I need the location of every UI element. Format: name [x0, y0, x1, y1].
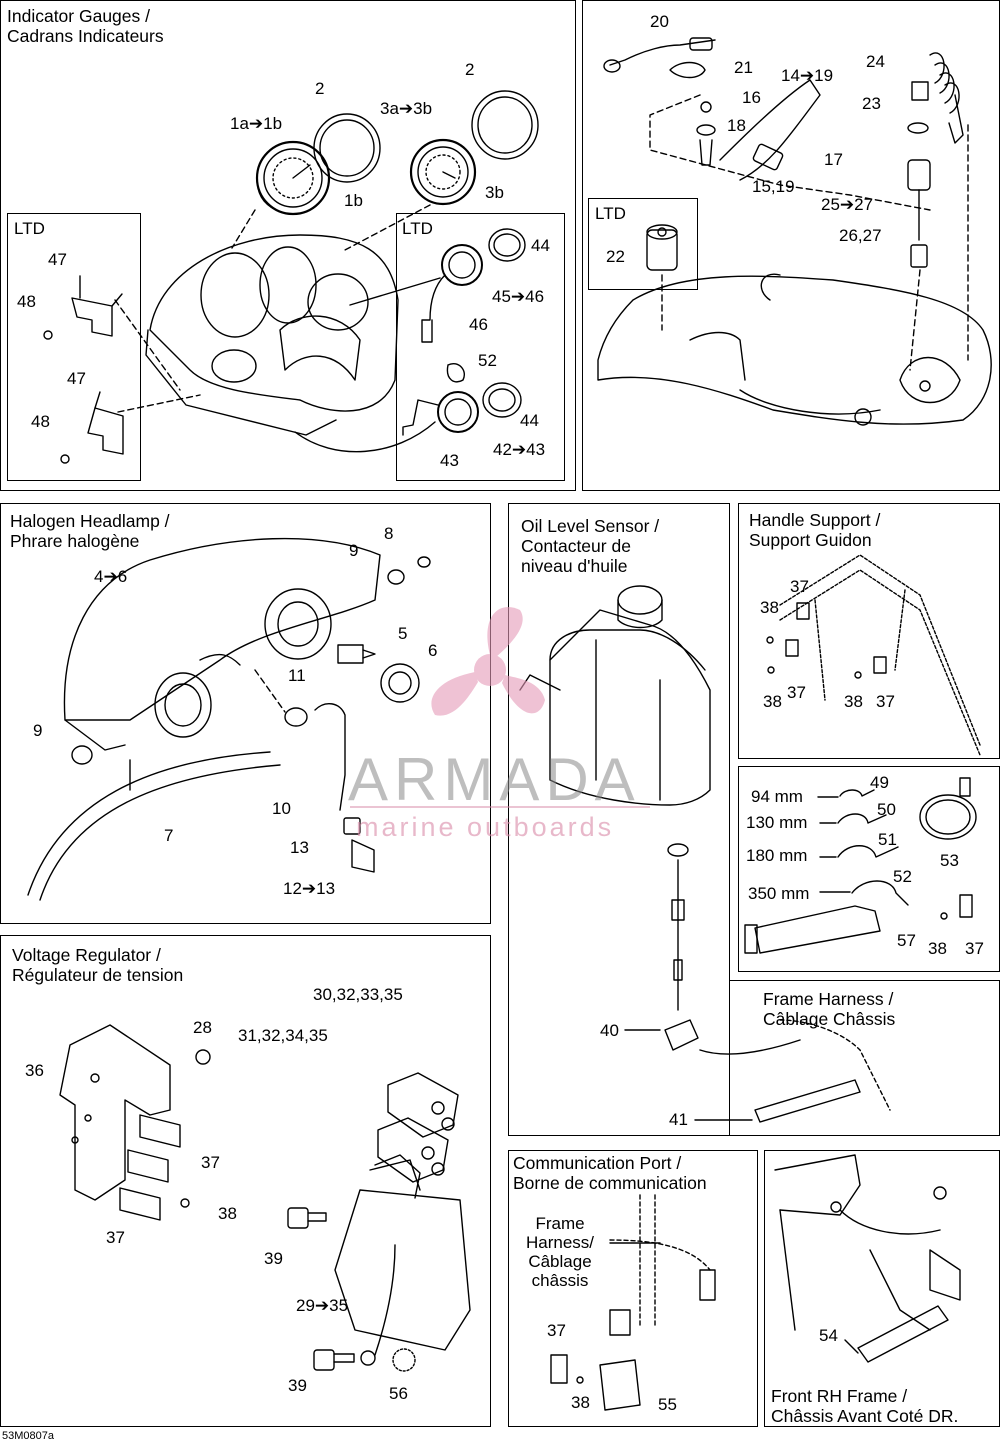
- watermark-tagline: marine outboards: [356, 812, 615, 842]
- title-handle-support: Handle Support / Support Guidon: [749, 510, 881, 550]
- callout-52: 52: [893, 867, 912, 886]
- callout-51: 51: [878, 830, 897, 849]
- callout-21: 21: [734, 58, 753, 77]
- ltd-label-1: LTD: [14, 219, 45, 238]
- callout-7: 7: [164, 826, 174, 845]
- callout-17: 17: [824, 150, 843, 169]
- callout-22: 22: [606, 247, 625, 266]
- callout-2-right: 2: [465, 60, 475, 79]
- callout-39-upper: 39: [264, 1249, 283, 1268]
- callout-3b: 3b: [485, 183, 504, 202]
- clamp-size-130: 130 mm: [746, 813, 808, 832]
- callout-25-27: 25➔27: [821, 195, 874, 214]
- callout-38-comm: 38: [571, 1393, 590, 1412]
- callout-54: 54: [819, 1326, 838, 1345]
- callout-28: 28: [193, 1018, 212, 1037]
- callout-39-lower: 39: [288, 1376, 307, 1395]
- callout-37-comm: 37: [547, 1321, 566, 1340]
- footer-code: 53M0807a: [2, 1430, 54, 1442]
- title-frame-harness: Frame Harness / Câblage Châssis: [763, 989, 896, 1029]
- callout-12-13: 12➔13: [283, 879, 336, 898]
- callout-37-vr-b: 37: [106, 1228, 125, 1247]
- clamp-size-350: 350 mm: [748, 884, 810, 903]
- callout-50: 50: [877, 800, 896, 819]
- callout-31-32-34-35: 31,32,34,35: [238, 1026, 328, 1045]
- callout-11: 11: [288, 666, 306, 685]
- callout-37-hs-c: 37: [876, 692, 895, 711]
- callout-26-27: 26,27: [839, 226, 882, 245]
- callout-47-lower: 47: [67, 369, 86, 388]
- callout-13: 13: [290, 838, 309, 857]
- callout-37-clamp: 37: [965, 939, 984, 958]
- callout-48-lower: 48: [31, 412, 50, 431]
- callout-44-lower: 44: [520, 411, 539, 430]
- callout-14-19: 14➔19: [781, 66, 834, 85]
- ltd-label-3: LTD: [595, 204, 626, 223]
- callout-49: 49: [870, 773, 889, 792]
- callout-1b: 1b: [344, 191, 363, 210]
- title-oil-level-sensor: Oil Level Sensor / Contacteur de niveau …: [521, 516, 660, 576]
- callout-8: 8: [384, 524, 394, 543]
- callout-4-6: 4➔6: [94, 567, 128, 586]
- callout-30-32-33-35: 30,32,33,35: [313, 985, 403, 1004]
- callout-56: 56: [389, 1384, 408, 1403]
- callout-10: 10: [272, 799, 291, 818]
- callout-1a-1b: 1a➔1b: [230, 114, 283, 133]
- callout-18: 18: [727, 116, 746, 135]
- callout-43: 43: [440, 451, 459, 470]
- callout-37-hs-a: 37: [790, 577, 809, 596]
- callout-46: 46: [469, 315, 488, 334]
- panel-voltage-regulator: [0, 935, 491, 1427]
- clamp-size-180: 180 mm: [746, 846, 808, 865]
- callout-37-vr-a: 37: [201, 1153, 220, 1172]
- panel-halogen-headlamp: [0, 503, 491, 924]
- callout-37-hs-b: 37: [787, 683, 806, 702]
- callout-53: 53: [940, 851, 959, 870]
- clamp-size-94: 94 mm: [751, 787, 803, 806]
- callout-3a-3b: 3a➔3b: [380, 99, 433, 118]
- callout-52-ltd: 52: [478, 351, 497, 370]
- callout-2-left: 2: [315, 79, 325, 98]
- watermark-brand: ARMADA: [348, 746, 641, 813]
- callout-45-46: 45➔46: [492, 287, 545, 306]
- callout-41: 41: [669, 1110, 688, 1129]
- callout-29-35: 29➔35: [296, 1296, 349, 1315]
- callout-47-upper: 47: [48, 250, 67, 269]
- callout-9-upper: 9: [349, 541, 359, 560]
- callout-20: 20: [650, 12, 669, 31]
- callout-16: 16: [742, 88, 761, 107]
- callout-15-19: 15,19: [752, 177, 795, 196]
- callout-38-clamp: 38: [928, 939, 947, 958]
- ltd-box-brackets: [7, 213, 141, 481]
- ltd-label-2: LTD: [402, 219, 433, 238]
- title-halogen-headlamp: Halogen Headlamp / Phrare halogène: [10, 511, 170, 551]
- callout-42-43: 42➔43: [493, 440, 546, 459]
- callout-38-hs-c: 38: [844, 692, 863, 711]
- callout-48-upper: 48: [17, 292, 36, 311]
- callout-6: 6: [428, 641, 438, 660]
- callout-38-vr: 38: [218, 1204, 237, 1223]
- title-voltage-regulator: Voltage Regulator / Régulateur de tensio…: [12, 945, 184, 985]
- callout-55: 55: [658, 1395, 677, 1414]
- callout-38-hs-b: 38: [763, 692, 782, 711]
- callout-36: 36: [25, 1061, 44, 1080]
- callout-23: 23: [862, 94, 881, 113]
- note-frame-harness: Frame Harness/ Câblage châssis: [525, 1214, 595, 1290]
- title-front-rh-frame: Front RH Frame / Châssis Avant Coté DR.: [771, 1386, 959, 1426]
- callout-24: 24: [866, 52, 885, 71]
- callout-5: 5: [398, 624, 408, 643]
- callout-57: 57: [897, 931, 916, 950]
- callout-38-hs-a: 38: [760, 598, 779, 617]
- callout-40: 40: [600, 1021, 619, 1040]
- title-communication-port: Communication Port / Borne de communicat…: [513, 1153, 707, 1193]
- callout-9-lower: 9: [33, 721, 43, 740]
- title-indicator-gauges: Indicator Gauges / Cadrans Indicateurs: [7, 6, 164, 46]
- callout-44-upper: 44: [531, 236, 550, 255]
